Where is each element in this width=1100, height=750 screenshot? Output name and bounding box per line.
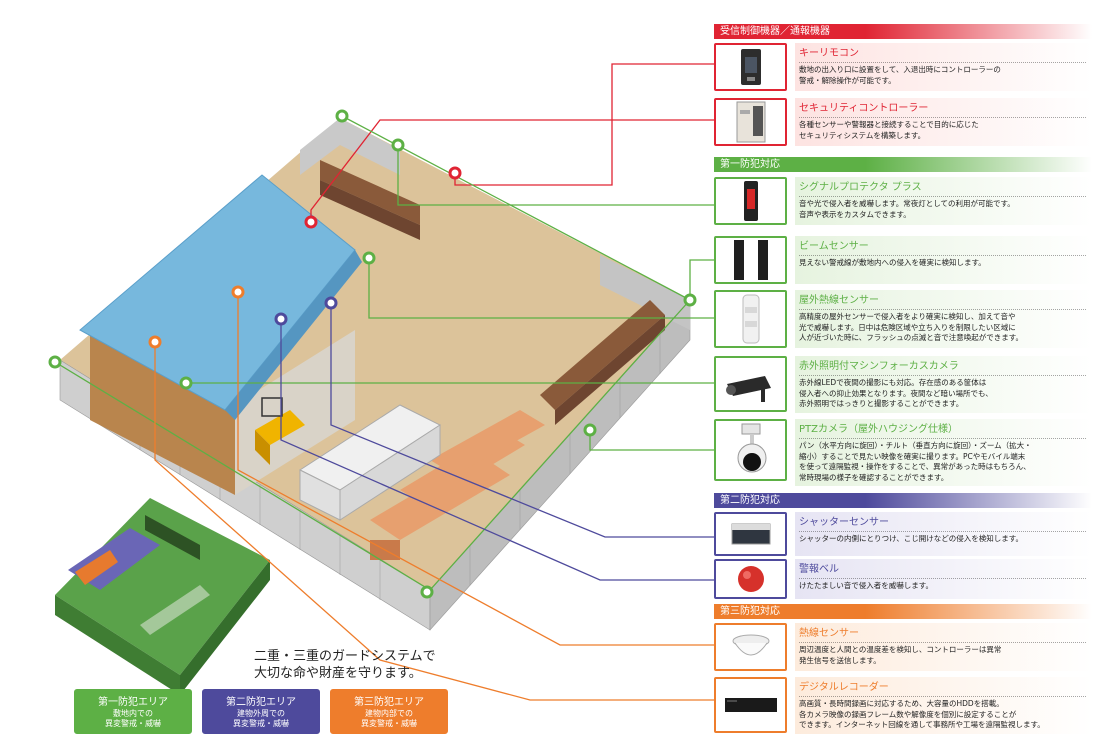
tagline: 二重・三重のガードシステムで 大切な命や財産を守ります。 xyxy=(254,649,436,681)
lumber-stacks xyxy=(370,410,545,560)
item-title: 赤外照明付マシンフォーカスカメラ xyxy=(799,360,1086,376)
fence-back xyxy=(300,118,400,175)
item-description: パン（水平方向に旋回）・チルト（垂直方向に旋回）・ズーム（拡大・ 縮小）すること… xyxy=(799,441,1032,482)
item-ptz-camera[interactable]: PTZカメラ（屋外ハウジング仕様） パン（水平方向に旋回）・チルト（垂直方向に旋回… xyxy=(714,419,1092,486)
item-beam-sensor[interactable]: ビームセンサー見えない警戒線が敷地内への侵入を確実に検知します。 xyxy=(714,236,1092,284)
item-pir-sensor[interactable]: 熱線センサー周辺温度と人間との温度差を検知し、コントローラーは異常 発生信号を送… xyxy=(714,623,1092,671)
item-description: 赤外線LEDで夜間の撮影にも対応。存在感のある筐体は 侵入者への抑止効果となりま… xyxy=(799,378,993,408)
marker-corner-left[interactable] xyxy=(48,355,62,369)
item-outdoor-pir-sensor[interactable]: 屋外熱線センサー高精度の屋外センサーで侵入者をより確実に検知し、加えて音や 光で… xyxy=(714,290,1092,348)
signal-protector-icon xyxy=(714,177,787,225)
log-pile-back xyxy=(320,160,420,240)
item-description: けたたましい音で侵入者を威嚇します。 xyxy=(799,581,934,590)
legend-first-area[interactable]: 第一防犯エリア 敷地内での 異変警戒・威嚇 xyxy=(74,689,192,734)
marker-controller[interactable] xyxy=(304,215,318,229)
line-ptz xyxy=(589,430,718,451)
item-description: 見えない警戒線が敷地内への侵入を確実に検知します。 xyxy=(799,258,986,267)
item-description: 敷地の出入り口に設置をして、入退出時にコントローラーの 警戒・解除操作が可能です… xyxy=(799,65,1001,85)
outdoor-pir-sensor-icon xyxy=(714,290,787,348)
section-header-receiver: 受信制御機器／通報機器 xyxy=(714,24,1092,39)
item-digital-recorder[interactable]: デジタルレコーダー高画質・長時間録画に対応するため、大容量のHDDを搭載。 各カ… xyxy=(714,677,1092,734)
legend-third-area[interactable]: 第三防犯エリア 建物内部での 異変警戒・威嚇 xyxy=(330,689,448,734)
item-description: シャッターの内側にとりつけ、こじ開けなどの侵入を検知します。 xyxy=(799,534,1023,543)
line-shutter xyxy=(330,303,718,538)
beam-sensor-icon xyxy=(714,236,787,284)
marker-pir[interactable] xyxy=(231,285,245,299)
security-controller-icon xyxy=(714,98,787,146)
legend-subtitle: 建物内部での 異変警戒・威嚇 xyxy=(361,709,417,728)
item-description: 周辺温度と人間との温度差を検知し、コントローラーは異常 発生信号を送信します。 xyxy=(799,645,1002,665)
marker-key-remote[interactable] xyxy=(448,166,462,180)
marker-signal[interactable] xyxy=(391,138,405,152)
key-remote-icon xyxy=(714,43,787,91)
line-recorder xyxy=(154,342,718,701)
pir-sensor-icon xyxy=(714,623,787,671)
legend-subtitle: 敷地内での 異変警戒・威嚇 xyxy=(105,709,161,728)
ir-camera-icon xyxy=(714,356,787,412)
item-title: 警報ベル xyxy=(799,563,1086,579)
area-map-preview xyxy=(55,498,270,695)
warehouse-roof-edge xyxy=(225,250,362,420)
item-description: 高精度の屋外センサーで侵入者をより確実に検知し、加えて音や 光で威嚇します。日中… xyxy=(799,312,1024,342)
legend-subtitle: 建物外周での 異変警戒・威嚇 xyxy=(233,709,289,728)
section-header-second-defense: 第二防犯対応 xyxy=(714,493,1092,508)
item-security-controller[interactable]: セキュリティコントローラー各種センサーや警報器と接続することで目的に応じた セキ… xyxy=(714,98,1092,146)
item-alarm-bell[interactable]: 警報ベルけたたましい音で侵入者を威嚇します。 xyxy=(714,559,1092,599)
warehouse-wall xyxy=(90,330,235,495)
section-header-first-defense: 第一防犯対応 xyxy=(714,157,1092,172)
line-outdoor-pir xyxy=(368,258,718,319)
marker-ir-camera[interactable] xyxy=(179,376,193,390)
shutter-sensor-icon xyxy=(714,512,787,556)
item-shutter-sensor[interactable]: シャッターセンサーシャッターの内側にとりつけ、こじ開けなどの侵入を検知します。 xyxy=(714,512,1092,556)
item-description: 各種センサーや警報器と接続することで目的に応じた セキュリティシステムを構築しま… xyxy=(799,120,979,140)
legend-title: 第二防犯エリア xyxy=(226,697,296,708)
line-pir xyxy=(237,292,718,646)
legend-title: 第三防犯エリア xyxy=(354,697,424,708)
legend-title: 第一防犯エリア xyxy=(98,697,168,708)
item-title: シャッターセンサー xyxy=(799,516,1086,532)
section-header-third-defense: 第三防犯対応 xyxy=(714,604,1092,619)
marker-corner-back[interactable] xyxy=(335,109,349,123)
item-description: 音や光で侵入者を威嚇します。常夜灯としての利用が可能です。 音声や表示をカスタム… xyxy=(799,199,1015,219)
line-key-remote xyxy=(454,63,718,186)
marker-corner-front[interactable] xyxy=(420,585,434,599)
marker-recorder[interactable] xyxy=(148,335,162,349)
item-signal-protector[interactable]: シグナルプロテクタ プラス音や光で侵入者を威嚇します。常夜灯としての利用が可能で… xyxy=(714,177,1092,225)
digital-recorder-icon xyxy=(714,677,787,733)
item-key-remote[interactable]: キーリモコン敷地の出入り口に設置をして、入退出時にコントローラーの 警戒・解除操… xyxy=(714,43,1092,91)
alarm-bell-icon xyxy=(714,559,787,599)
line-beam xyxy=(341,115,718,302)
item-title: ビームセンサー xyxy=(799,240,1086,256)
item-description: 高画質・長時間録画に対応するため、大容量のHDDを搭載。 各カメラ映像の録画フレ… xyxy=(799,699,1045,729)
line-signal xyxy=(397,145,718,206)
item-title: 屋外熱線センサー xyxy=(799,294,1086,310)
fence-right-back xyxy=(600,255,690,330)
legend-second-area[interactable]: 第二防犯エリア 建物外周での 異変警戒・威嚇 xyxy=(202,689,320,734)
item-title: デジタルレコーダー xyxy=(799,681,1086,697)
item-title: セキュリティコントローラー xyxy=(799,102,1086,118)
item-ir-camera[interactable]: 赤外照明付マシンフォーカスカメラ赤外線LEDで夜間の撮影にも対応。存在感のある筐… xyxy=(714,356,1092,413)
marker-corner-right[interactable] xyxy=(683,293,697,307)
ptz-camera-icon xyxy=(714,419,787,481)
item-title: シグナルプロテクタ プラス xyxy=(799,181,1086,197)
item-title: 熱線センサー xyxy=(799,627,1086,643)
truck xyxy=(298,404,442,521)
forklift xyxy=(255,397,305,465)
item-title: キーリモコン xyxy=(799,47,1086,63)
marker-shutter[interactable] xyxy=(324,296,338,310)
marker-outdoor-pir[interactable] xyxy=(362,251,376,265)
item-title: PTZカメラ（屋外ハウジング仕様） xyxy=(799,423,1086,439)
line-bell xyxy=(280,319,718,581)
marker-ptz[interactable] xyxy=(583,423,597,437)
marker-bell[interactable] xyxy=(274,312,288,326)
